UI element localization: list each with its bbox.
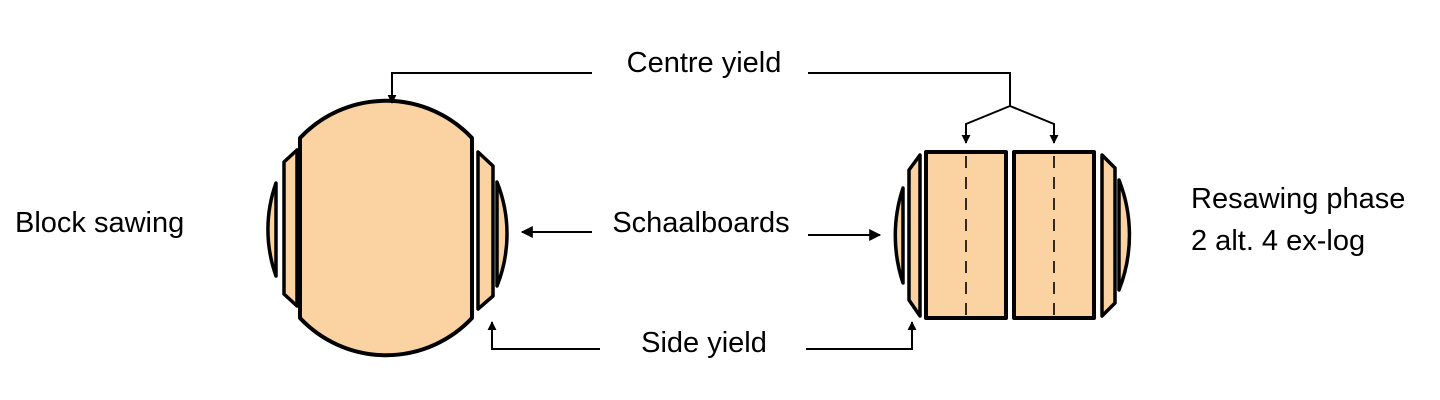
side-yield-leader-left (487, 321, 600, 350)
resawing-detail-label: 2 alt. 4 ex-log (1191, 225, 1365, 257)
centre-yield-branch-right (1009, 105, 1059, 144)
side-board-right-2 (1100, 153, 1117, 318)
resawing-log (893, 150, 1132, 320)
resawing-phase-label: Resawing phase (1191, 183, 1405, 215)
schaalboards-label: Schaalboards (612, 207, 789, 239)
side-yield-label: Side yield (641, 327, 767, 359)
side-board-left-2 (907, 153, 922, 318)
centre-yield-label: Centre yield (627, 47, 782, 79)
side-yield-leader-right (806, 321, 917, 350)
schaalboard-right-2 (1117, 178, 1132, 292)
centre-yield-leader-left (387, 72, 592, 104)
centre-block (298, 98, 474, 358)
schaalboard-left-2 (893, 186, 905, 285)
schaalboard-right (495, 180, 509, 288)
block-sawing-log (266, 98, 509, 358)
schaalboard-left (266, 181, 278, 278)
side-board-right-inner (476, 150, 495, 311)
centre-yield-branch-left (961, 105, 1011, 144)
centre-yield-leader-right (808, 72, 1011, 106)
side-board-left-inner (282, 148, 299, 308)
block-sawing-label: Block sawing (15, 207, 184, 239)
